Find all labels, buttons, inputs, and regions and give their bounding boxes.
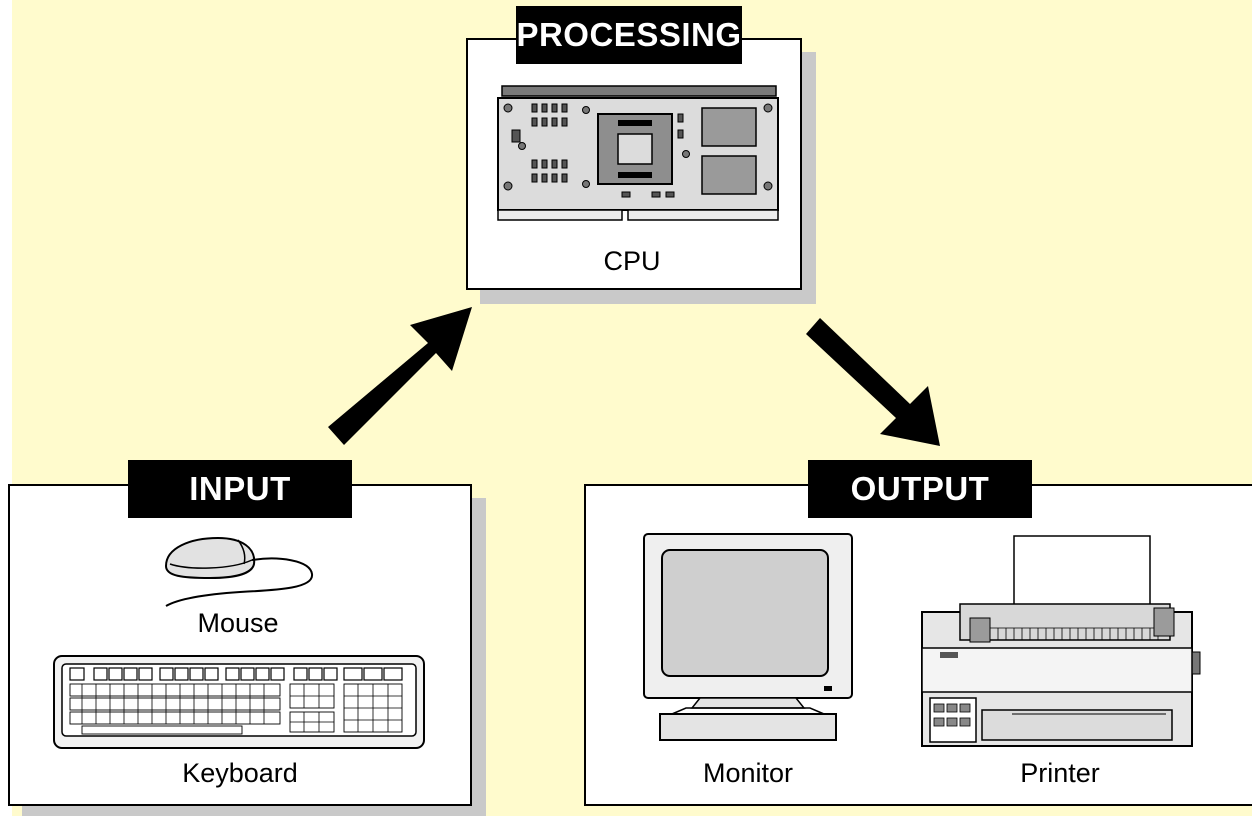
input-heading: INPUT bbox=[128, 460, 352, 518]
printer-icon bbox=[921, 535, 1201, 747]
cpu-board-icon bbox=[497, 85, 779, 221]
input-panel bbox=[8, 484, 472, 806]
mouse-icon bbox=[164, 536, 313, 607]
mouse-label: Mouse bbox=[197, 608, 279, 638]
cpu-label: CPU bbox=[603, 246, 661, 276]
printer-label: Printer bbox=[1020, 758, 1100, 788]
keyboard-label: Keyboard bbox=[182, 758, 298, 788]
keyboard-icon bbox=[53, 655, 425, 749]
processing-heading: PROCESSING bbox=[516, 6, 742, 64]
monitor-icon bbox=[643, 533, 853, 741]
output-heading: OUTPUT bbox=[808, 460, 1032, 518]
arrow-up-right-icon bbox=[328, 307, 472, 445]
monitor-label: Monitor bbox=[702, 758, 794, 788]
arrow-down-right-icon bbox=[806, 318, 940, 446]
